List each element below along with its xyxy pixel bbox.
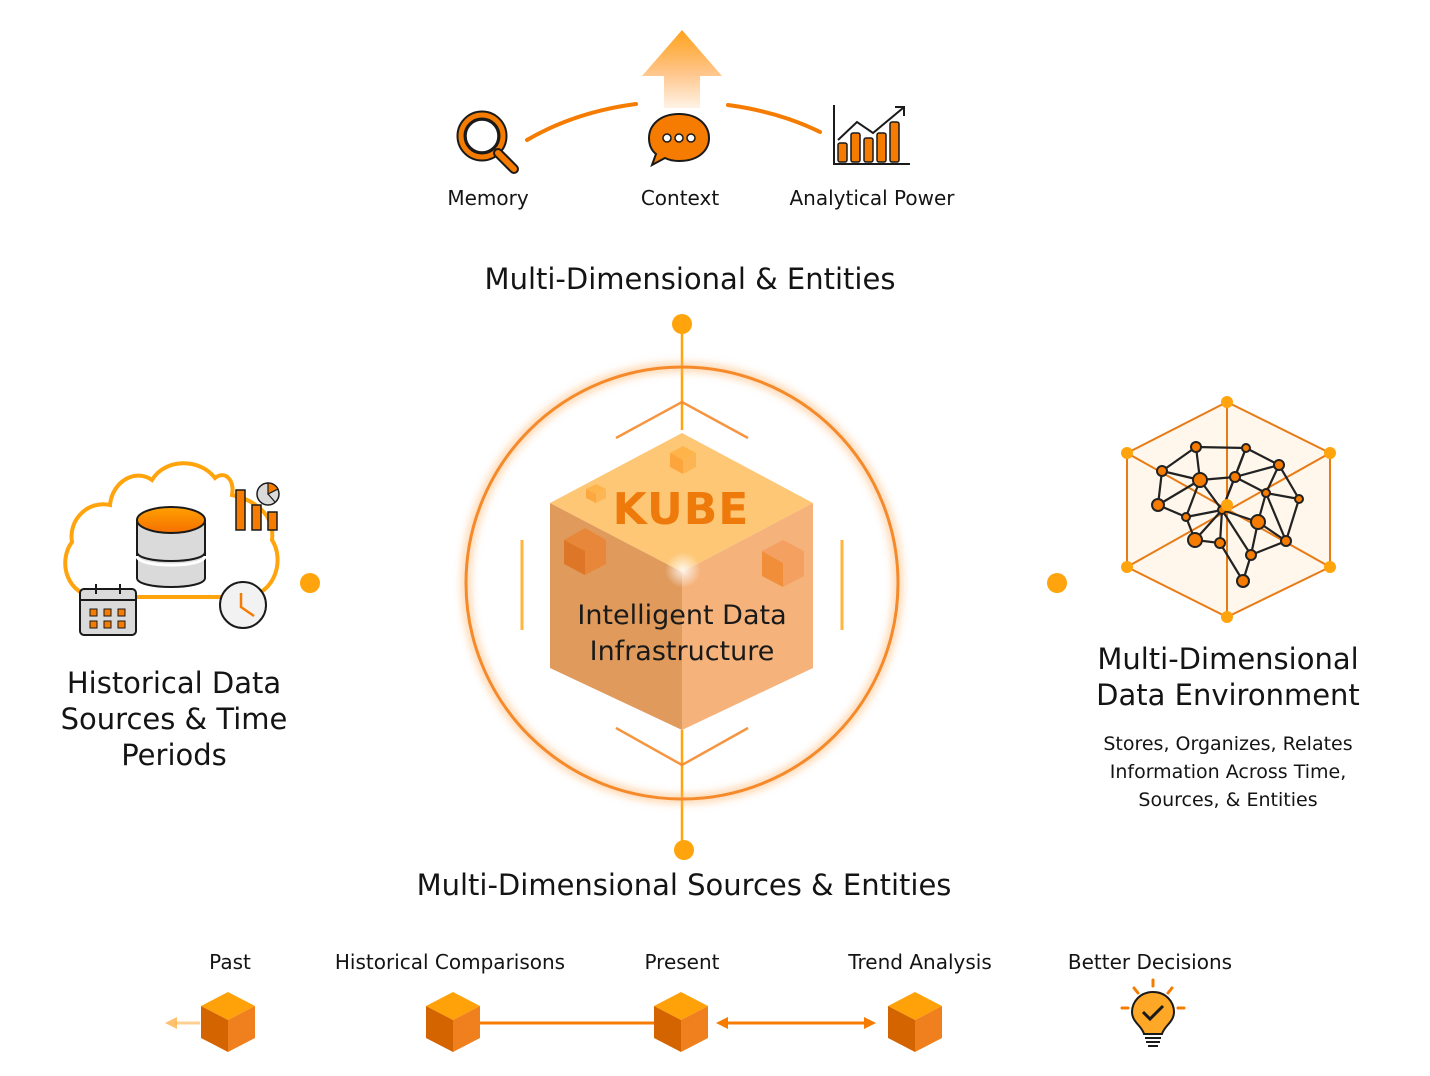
- lightbulb-check-icon: [1120, 978, 1186, 1047]
- kube-subtitle-line2: Infrastructure: [589, 636, 775, 667]
- small-cube-left: [564, 528, 606, 575]
- bar-chart-trend-icon: [833, 105, 910, 165]
- label-analytical-power: Analytical Power: [789, 186, 955, 210]
- node-dot-bottom: [674, 840, 694, 860]
- arrow-left-icon: [165, 1017, 177, 1029]
- cloud-icon: [63, 461, 280, 599]
- kube-cube: [550, 433, 813, 730]
- outer-ring: [464, 365, 900, 801]
- timeline-cube-icon: [201, 992, 255, 1052]
- inner-chevron-bottom: [615, 726, 749, 767]
- left-node-title: Historical Data Sources & Time Periods: [24, 665, 324, 773]
- left-title-line2: Sources & Time: [60, 702, 288, 736]
- label-context: Context: [640, 186, 720, 210]
- database-icon: [135, 506, 207, 588]
- kube-subtitle-line1: Intelligent Data: [577, 600, 787, 631]
- magnifier-icon: [456, 110, 519, 174]
- timeline-label-trend-analysis: Trend Analysis: [848, 950, 992, 974]
- left-title-line1: Historical Data: [66, 666, 282, 700]
- top-arc-right: [726, 103, 822, 134]
- chat-bubble-icon: [647, 112, 711, 168]
- right-desc-line3: Sources, & Entities: [1138, 789, 1318, 811]
- timeline-label-better-decisions: Better Decisions: [1067, 950, 1233, 974]
- kube-subtitle: Intelligent Data Infrastructure: [540, 598, 824, 670]
- timeline-cube-icon: [654, 992, 708, 1052]
- left-title-line3: Periods: [121, 738, 227, 772]
- right-desc-line1: Stores, Organizes, Relates: [1103, 733, 1353, 755]
- kube-brand: KUBE: [612, 484, 750, 535]
- top-section-title: Multi-Dimensional & Entities: [484, 262, 896, 296]
- node-dot-top: [672, 314, 692, 334]
- label-memory: Memory: [447, 186, 529, 210]
- timeline-cube-icon: [426, 992, 480, 1052]
- bar-pie-chart-icon: [235, 482, 280, 531]
- top-arc-left: [525, 102, 638, 142]
- timeline-cube-icon: [888, 992, 942, 1052]
- clock-icon: [219, 581, 267, 629]
- node-dot-right: [1047, 573, 1067, 593]
- timeline-label-present: Present: [644, 950, 720, 974]
- node-dot-left: [300, 573, 320, 593]
- up-arrow-icon: [642, 30, 722, 108]
- timeline-label-past: Past: [209, 950, 251, 974]
- inner-chevron-top: [615, 400, 749, 440]
- right-title-line2: Data Environment: [1096, 678, 1360, 712]
- right-desc-line2: Information Across Time,: [1109, 761, 1347, 783]
- timeline-label-historical-comparisons: Historical Comparisons: [334, 950, 566, 974]
- right-node-description: Stores, Organizes, Relates Information A…: [1058, 730, 1398, 814]
- network-brain-hexagon-icon: [1121, 396, 1336, 623]
- calendar-icon: [79, 584, 137, 636]
- right-title-line1: Multi-Dimensional: [1097, 642, 1359, 676]
- small-cube-right: [762, 540, 804, 587]
- bottom-section-title: Multi-Dimensional Sources & Entities: [416, 868, 952, 902]
- timeline: [165, 1017, 1110, 1029]
- right-node-title: Multi-Dimensional Data Environment: [1058, 641, 1398, 713]
